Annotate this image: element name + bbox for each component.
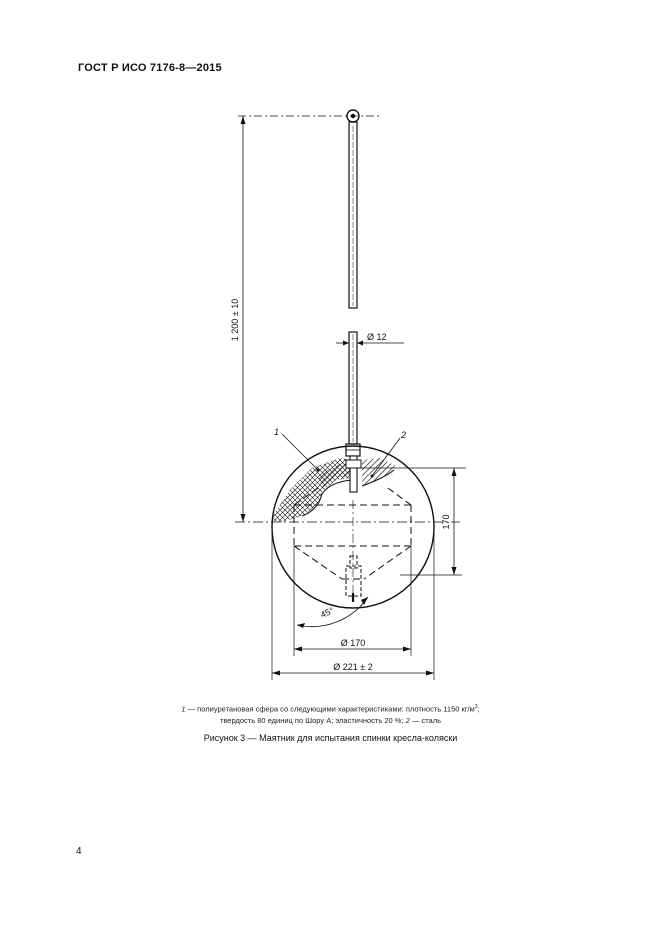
inner-diameter-dimension: Ø 170 [293,546,412,656]
inner-diameter-label: Ø 170 [341,638,366,648]
document-header: ГОСТ Р ИСО 7176-8—2015 [78,62,222,74]
callout-1: 1 [274,427,320,472]
sphere-height-dimension: 170 [400,468,462,576]
legend-line-2: твердость 80 единиц по Шору А; эластично… [219,715,442,725]
pendulum-rod [345,121,361,457]
sphere-height-label: 170 [441,514,451,529]
angle-label: 45° [319,605,336,620]
length-label: 1 200 ± 10 [230,299,240,341]
callout-2: 2 [370,430,406,478]
polyurethane-sphere [271,445,435,609]
pivot-eye [238,109,380,123]
sphere-diameter-dimension: Ø 221 ± 2 [271,527,435,680]
rod-diameter-dimension: Ø 12 [336,332,404,346]
angle-dimension: 45° [296,596,369,628]
rod-diameter-label: Ø 12 [367,332,387,342]
svg-text:1: 1 [274,427,279,437]
legend-line-1: 1 — полиуретановая сфера со следующими х… [181,704,480,714]
sphere-diameter-label: Ø 221 ± 2 [333,662,372,672]
page-number: 4 [76,846,82,857]
length-dimension: 1 200 ± 10 [230,116,246,522]
svg-text:2: 2 [400,430,406,440]
figure-caption: Рисунок 3 — Маятник для испытания спинки… [203,733,458,743]
figure-legend: 1 — полиуретановая сфера со следующими х… [120,702,541,726]
